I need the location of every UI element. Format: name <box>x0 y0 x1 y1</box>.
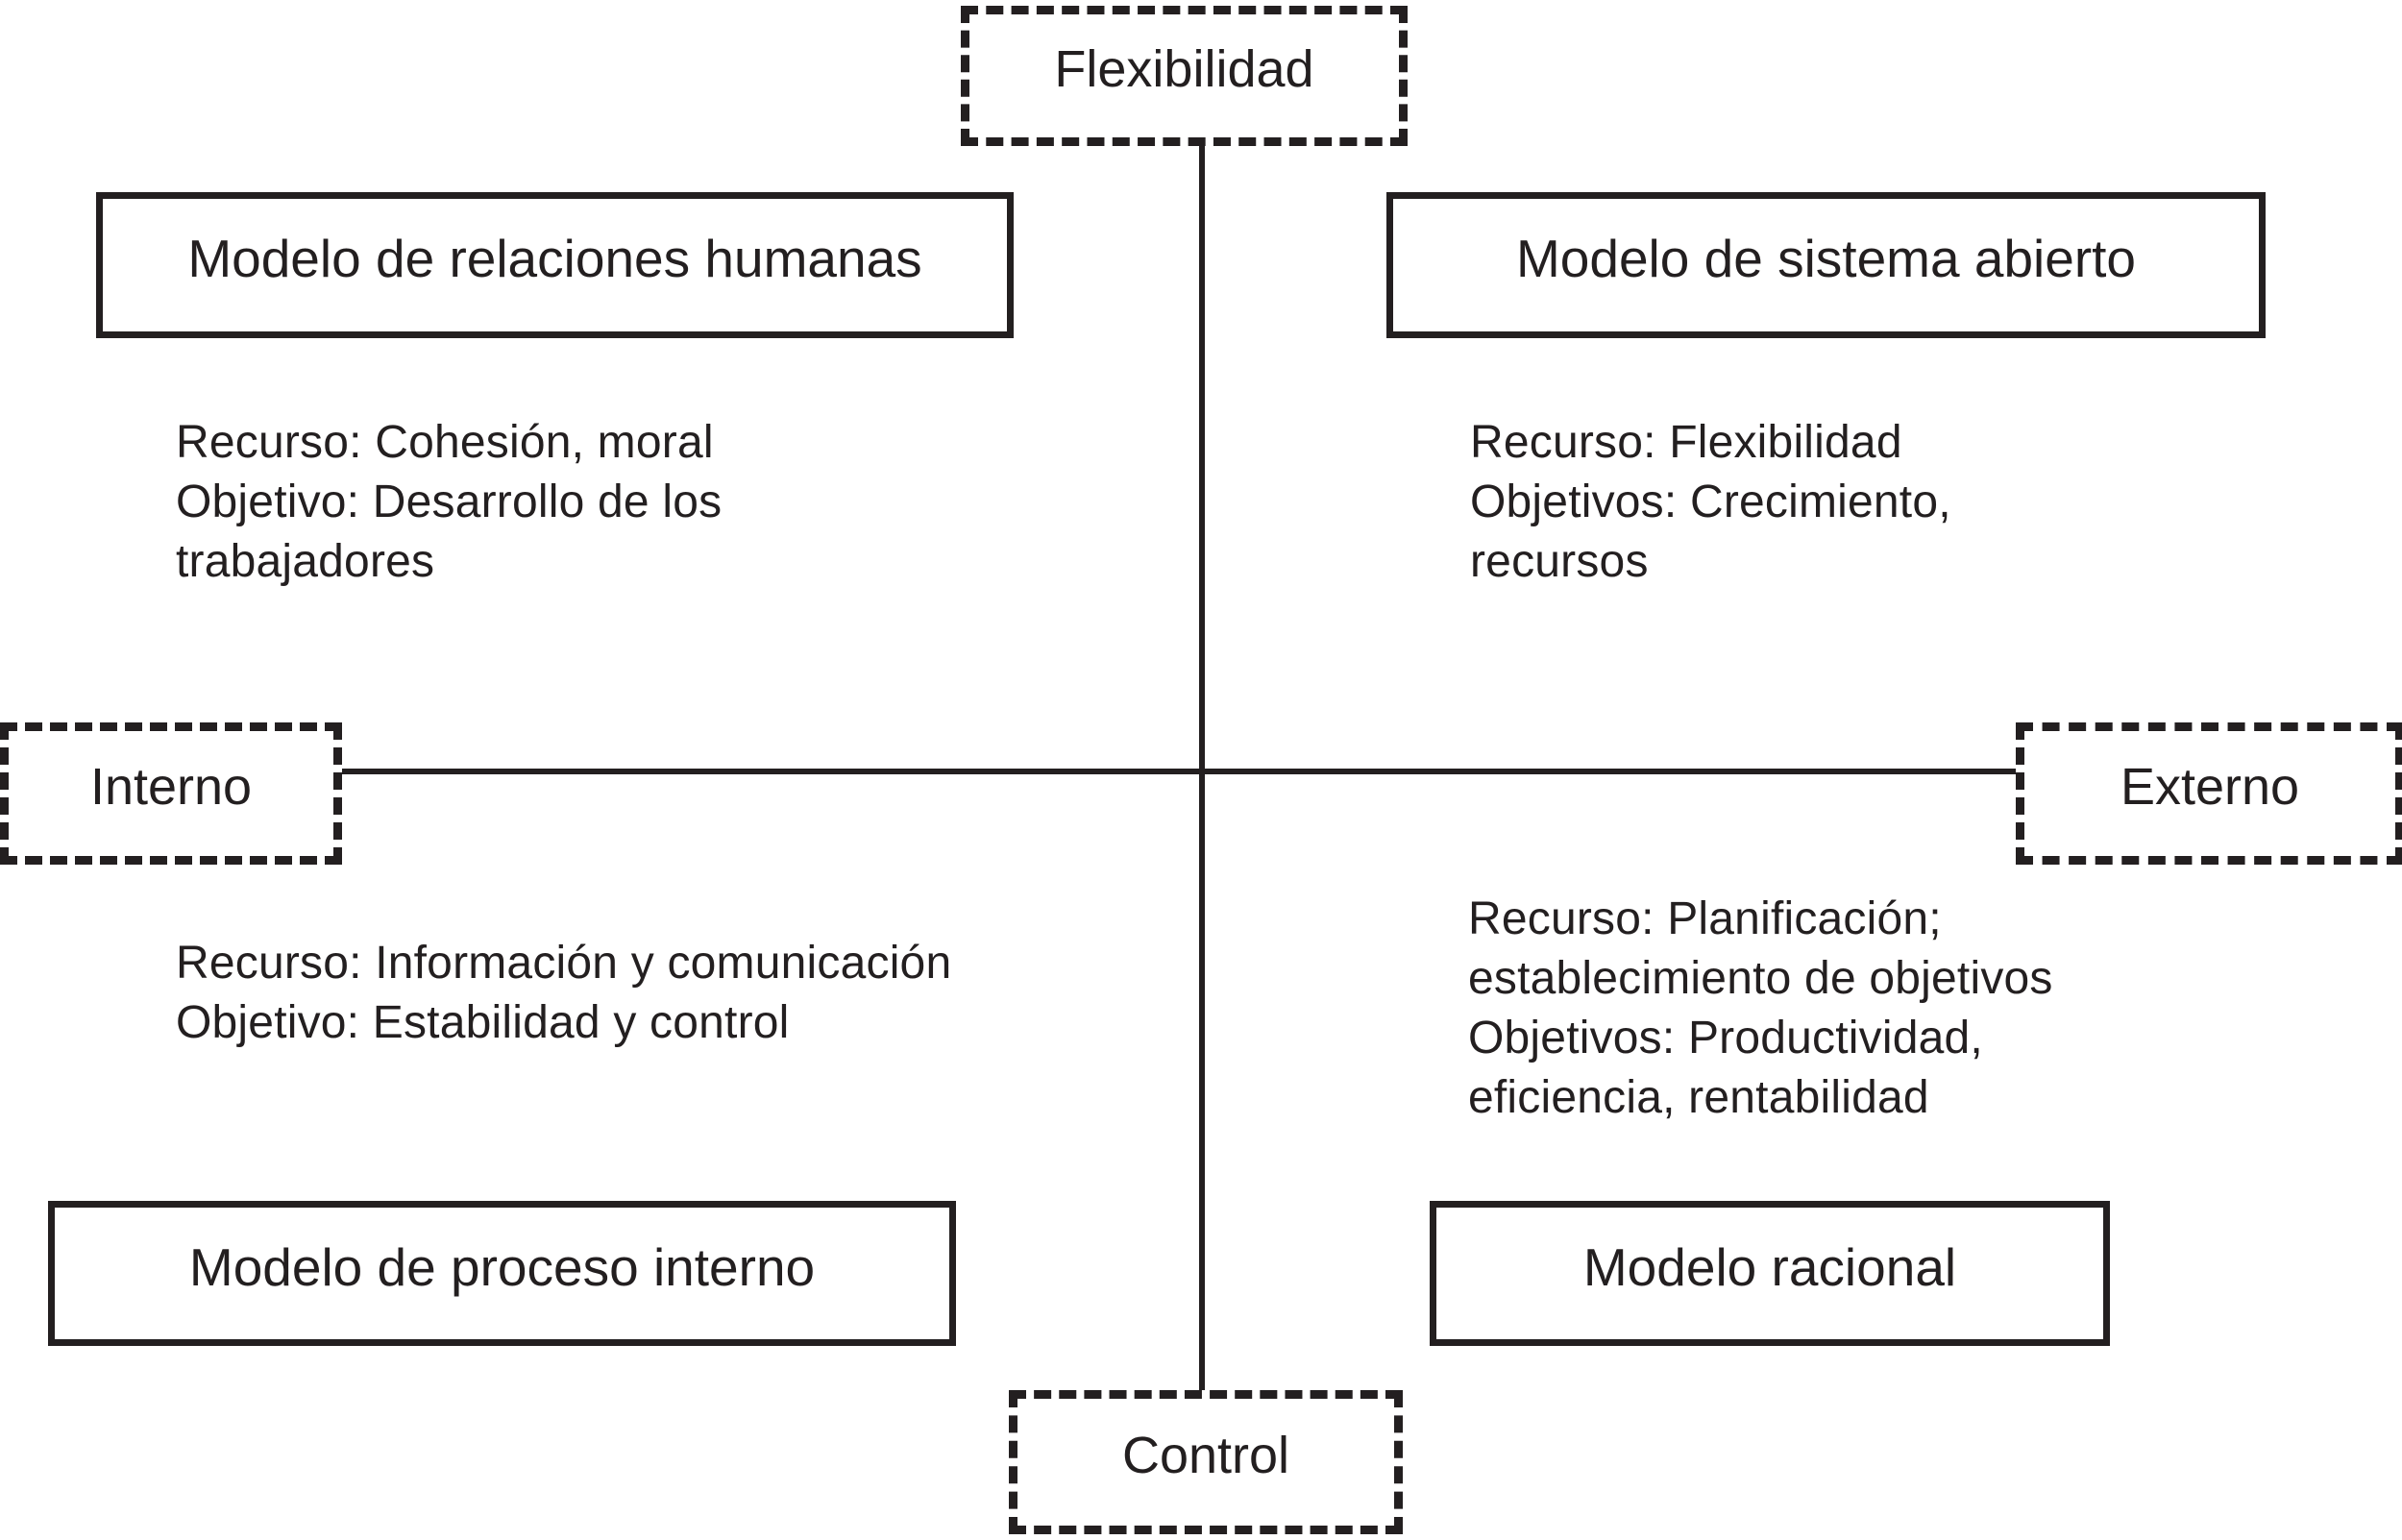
axis-label-box-flexibilidad: Flexibilidad <box>961 6 1408 146</box>
axis-label-interno: Interno <box>89 758 253 816</box>
axis-label-box-control: Control <box>1009 1390 1403 1534</box>
quadrant-details-bottom-right: Recurso: Planificación; establecimiento … <box>1468 893 2053 1123</box>
axis-label-control: Control <box>1121 1427 1290 1484</box>
horizontal-axis-line <box>342 769 2016 774</box>
model-label-relaciones-humanas: Modelo de relaciones humanas <box>187 229 922 288</box>
model-box-racional: Modelo racional <box>1430 1201 2110 1346</box>
model-box-relaciones-humanas: Modelo de relaciones humanas <box>96 192 1014 338</box>
axis-label-flexibilidad: Flexibilidad <box>1054 40 1314 98</box>
model-label-proceso-interno: Modelo de proceso interno <box>188 1236 816 1297</box>
axis-label-box-externo: Externo <box>2016 722 2402 865</box>
quadrant-details-top-left: Recurso: Cohesión, moral Objetivo: Desar… <box>176 417 723 587</box>
model-box-proceso-interno: Modelo de proceso interno <box>48 1201 956 1346</box>
model-box-sistema-abierto: Modelo de sistema abierto <box>1386 192 2266 338</box>
axis-label-box-interno: Interno <box>0 722 342 865</box>
quadrant-details-bottom-left: Recurso: Información y comunicación Obje… <box>176 938 952 1048</box>
axis-label-externo: Externo <box>2120 758 2300 816</box>
model-label-sistema-abierto: Modelo de sistema abierto <box>1515 229 2137 288</box>
model-label-racional: Modelo racional <box>1582 1236 1957 1297</box>
quadrant-details-top-right: Recurso: Flexibilidad Objetivos: Crecimi… <box>1470 417 1951 587</box>
